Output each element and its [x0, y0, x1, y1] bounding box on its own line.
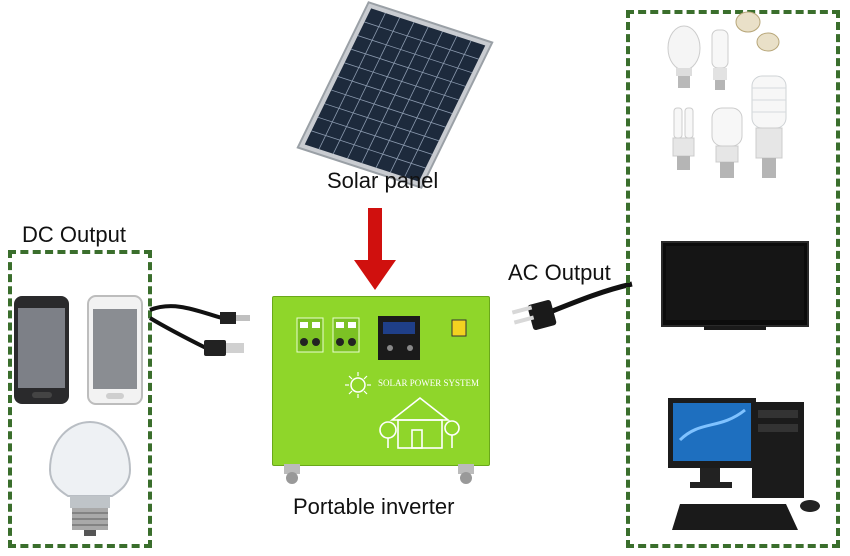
solar-panel-label: Solar panel [327, 168, 439, 193]
ac-output-label: AC Output [508, 260, 611, 285]
ac-output-box [626, 10, 840, 548]
inverter-brand-text: SOLAR POWER SYSTEM [378, 378, 480, 388]
dc-output-box [8, 250, 152, 548]
dc-output-label: DC Output [22, 222, 126, 247]
portable-inverter-label: Portable inverter [293, 494, 455, 519]
